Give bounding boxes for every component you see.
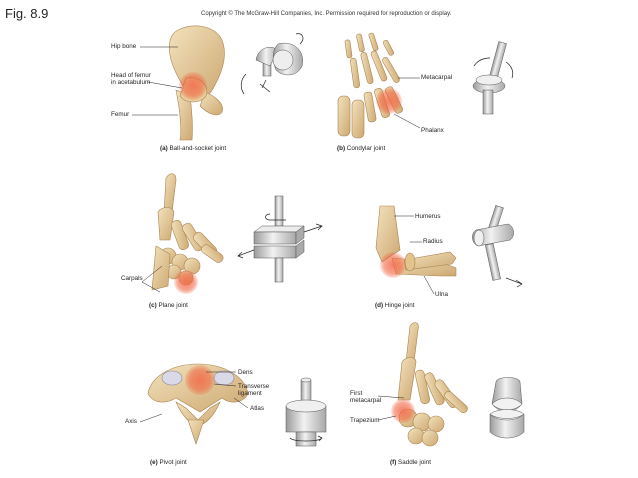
- hand-illustration: [337, 32, 404, 139]
- label-ulna: Ulna: [435, 291, 448, 298]
- label-metacarpal: Metacarpal: [421, 74, 453, 81]
- pivot-model: [285, 377, 327, 447]
- label-head-of-femur-line1: Head of femur: [111, 72, 151, 79]
- panel-f-leaders: [377, 395, 405, 421]
- figure-number: Fig. 8.9: [5, 6, 49, 21]
- label-femur: Femur: [111, 111, 130, 118]
- hinge-highlight: [380, 252, 406, 278]
- panel-a-leaders: [132, 46, 183, 116]
- label-dens: Dens: [238, 369, 253, 376]
- caption-f: (f) Saddle joint: [390, 459, 431, 466]
- panel-d-leaders: [394, 215, 435, 295]
- label-hip-bone: Hip bone: [111, 43, 137, 50]
- panel-b-leaders: [393, 77, 421, 129]
- label-transverse-line1: Transverse: [238, 383, 270, 390]
- label-radius: Radius: [423, 238, 443, 245]
- label-atlas: Atlas: [250, 405, 264, 412]
- label-first-metacarpal-line2: metacarpal: [350, 397, 382, 404]
- label-phalanx: Phalanx: [421, 127, 444, 134]
- plane-model: [237, 195, 323, 283]
- ball-socket-model: [240, 33, 304, 95]
- label-humerus: Humerus: [415, 213, 441, 220]
- panel-e-leaders: [139, 371, 249, 423]
- condylar-model: [472, 41, 514, 115]
- ball-socket-highlight: [179, 72, 207, 100]
- caption-d: (d) Hinge joint: [375, 302, 415, 309]
- saddle-model: [489, 377, 525, 439]
- caption-c: (c) Plane joint: [149, 302, 188, 309]
- copyright-notice: Copyright © The McGraw-Hill Companies, I…: [201, 11, 452, 17]
- label-carpals: Carpals: [121, 275, 143, 282]
- panel-c-leaders: [141, 265, 163, 293]
- label-head-of-femur-line2: in acetabulum: [111, 79, 151, 86]
- plane-highlight: [174, 270, 198, 294]
- condylar-highlight: [376, 88, 402, 114]
- hinge-model: [472, 205, 523, 288]
- label-first-metacarpal-line1: First: [350, 390, 363, 397]
- label-axis: Axis: [125, 418, 137, 425]
- elbow-illustration: [375, 205, 457, 277]
- saddle-highlight: [391, 399, 415, 423]
- thumb-illustration: [397, 322, 468, 447]
- label-transverse-line2: ligament: [238, 390, 262, 397]
- pivot-highlight: [185, 365, 215, 395]
- caption-b: (b) Condylar joint: [337, 145, 386, 152]
- caption-a: (a) Ball-and-socket joint: [160, 145, 227, 152]
- caption-e: (e) Pivot joint: [150, 459, 187, 466]
- label-trapezium: Trapezium: [350, 417, 380, 424]
